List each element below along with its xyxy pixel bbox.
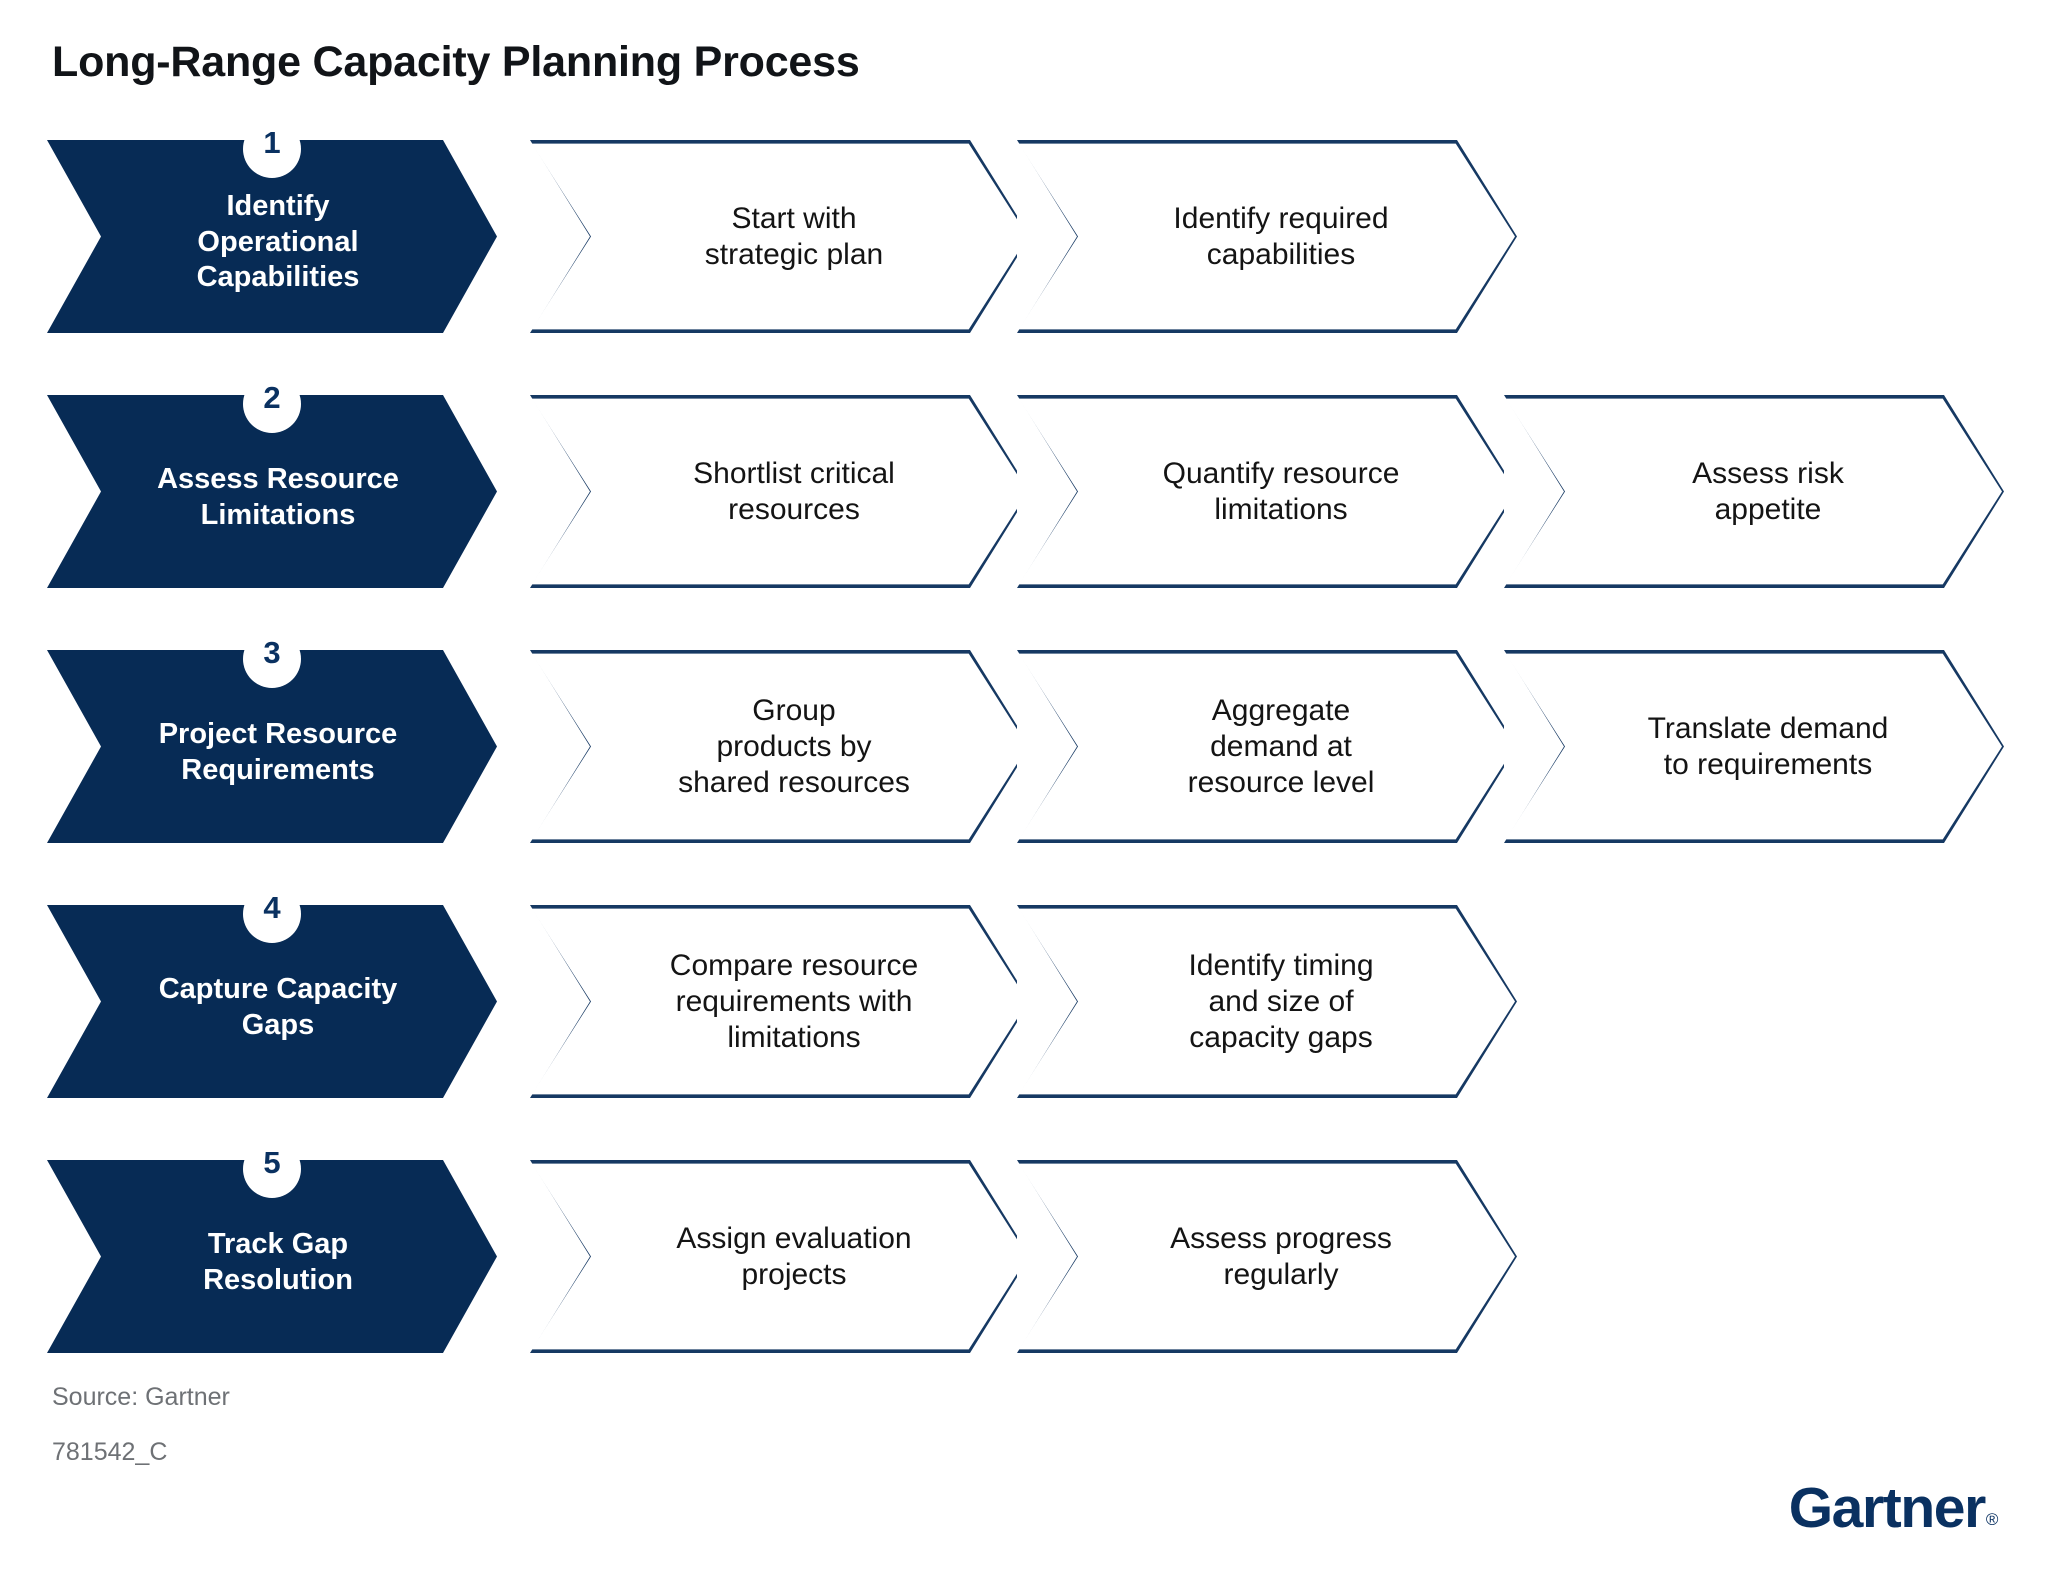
action-chevron[interactable]: Assess risk appetite (1504, 395, 2004, 588)
chevron-fill (1505, 653, 2002, 840)
stage-label: Capture Capacity Gaps (158, 973, 398, 1041)
step-number-badge-5: 5 (243, 1140, 301, 1198)
step-number-badge-3: 3 (243, 630, 301, 688)
action-chevron[interactable]: Group products by shared resources (530, 650, 1030, 843)
step-number-badge-4: 4 (243, 885, 301, 943)
chevron-fill (531, 653, 1028, 840)
action-chevron[interactable]: Identify required capabilities (1017, 140, 1517, 333)
action-chevron[interactable]: Assess progress regularly (1017, 1160, 1517, 1353)
action-label: Identify timing and size of capacity gap… (1188, 948, 1374, 1054)
stage-label: Track Gap Resolution (203, 1228, 353, 1296)
chevron-fill (1018, 398, 1515, 585)
stage-label: Assess Resource Limitations (157, 463, 399, 531)
action-chevron[interactable]: Start with strategic plan (530, 140, 1030, 333)
document-id: 781542_C (52, 1438, 168, 1466)
chevron-fill (531, 908, 1028, 1095)
chevron-fill (1505, 398, 2002, 585)
chevron-fill (1018, 908, 1515, 1095)
gartner-logo-text: Gartner (1788, 1476, 1987, 1540)
gartner-logo: Gartner® (1789, 1480, 1999, 1537)
source-note: Source: Gartner (52, 1383, 230, 1411)
action-chevron[interactable]: Shortlist critical resources (530, 395, 1030, 588)
chevron-fill (1018, 1163, 1515, 1350)
step-number-badge-2: 2 (243, 375, 301, 433)
action-chevron[interactable]: Aggregate demand at resource level (1017, 650, 1517, 843)
step-number: 5 (263, 1144, 281, 1180)
action-label: Group products by shared resources (678, 693, 910, 799)
page-title: Long-Range Capacity Planning Process (52, 38, 860, 86)
step-number: 3 (263, 634, 281, 670)
step-number: 1 (263, 124, 281, 160)
action-label: Assess risk appetite (1692, 456, 1844, 526)
action-label: Assign evaluation projects (676, 1221, 912, 1291)
chevron-fill (531, 143, 1028, 330)
action-chevron[interactable]: Compare resource requirements with limit… (530, 905, 1030, 1098)
action-label: Compare resource requirements with limit… (669, 948, 919, 1054)
step-number: 4 (263, 889, 281, 925)
action-label: Identify required capabilities (1173, 201, 1389, 271)
action-label: Shortlist critical resources (693, 456, 895, 526)
registered-trademark-icon: ® (1985, 1510, 1999, 1529)
action-label: Quantify resource limitations (1162, 456, 1400, 526)
stage-label: Project Resource Requirements (158, 718, 398, 786)
chevron-fill (1018, 653, 1515, 840)
chevron-fill (1018, 143, 1515, 330)
action-chevron[interactable]: Identify timing and size of capacity gap… (1017, 905, 1517, 1098)
action-label: Assess progress regularly (1170, 1221, 1392, 1291)
action-label: Aggregate demand at resource level (1187, 693, 1375, 799)
chevron-fill (531, 1163, 1028, 1350)
step-number-badge-1: 1 (243, 120, 301, 178)
action-label: Translate demand to requirements (1647, 711, 1889, 781)
stage-label: Identify Operational Capabilities (196, 190, 360, 294)
chevron-fill (531, 398, 1028, 585)
action-chevron[interactable]: Translate demand to requirements (1504, 650, 2004, 843)
action-chevron[interactable]: Quantify resource limitations (1017, 395, 1517, 588)
action-chevron[interactable]: Assign evaluation projects (530, 1160, 1030, 1353)
step-number: 2 (263, 379, 281, 415)
action-label: Start with strategic plan (704, 201, 884, 271)
